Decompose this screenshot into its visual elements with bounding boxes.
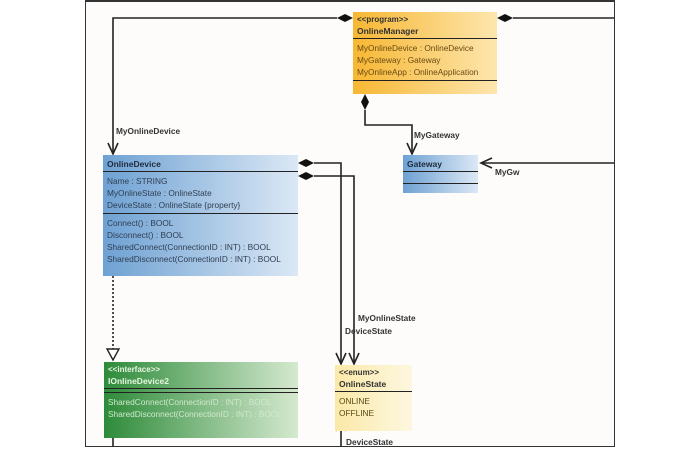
label-my-online-state: MyOnlineState <box>358 313 416 323</box>
class-name: OnlineManager <box>357 26 419 36</box>
class-header: <<program>> OnlineManager <box>353 12 497 39</box>
method: Connect() : BOOL <box>107 218 174 228</box>
attributes-section <box>104 389 298 393</box>
diamond-device-1 <box>298 159 314 167</box>
class-gateway[interactable]: Gateway <box>403 155 478 193</box>
attributes-section: MyOnlineDevice : OnlineDevice MyGateway … <box>353 39 497 81</box>
label-device-state-top: DeviceState <box>345 326 393 336</box>
stereotype: <<program>> <box>357 15 409 24</box>
arrowhead-my-online-state <box>335 352 347 366</box>
diamond-manager-right <box>497 14 513 22</box>
label-device-state-bottom: DeviceState <box>346 437 394 447</box>
stereotype: <<enum>> <box>339 368 380 377</box>
class-name: IOnlineDevice2 <box>108 376 169 386</box>
arrowhead-my-gw <box>479 157 493 169</box>
diamond-device-2 <box>298 172 314 180</box>
attribute: MyOnlineState : OnlineState <box>107 188 212 198</box>
method: Disconnect() : BOOL <box>107 230 184 240</box>
enum-value: OFFLINE <box>339 408 375 418</box>
class-header: OnlineDevice <box>103 155 298 172</box>
arrowhead-my-gateway <box>406 142 418 156</box>
methods-section: SharedConnect(ConnectionID : INT) : BOOL… <box>104 393 298 422</box>
class-header: <<enum>> OnlineState <box>335 365 412 392</box>
diamond-manager-bottom <box>361 94 369 110</box>
attribute: MyOnlineApp : OnlineApplication <box>357 67 479 77</box>
method: SharedDisconnect(ConnectionID : INT) : B… <box>108 409 282 419</box>
values-section: ONLINE OFFLINE <box>335 392 412 421</box>
attribute: MyOnlineDevice : OnlineDevice <box>357 43 474 53</box>
diamond-manager-left <box>337 14 353 22</box>
stereotype: <<interface>> <box>108 365 161 374</box>
class-online-device[interactable]: OnlineDevice Name : STRING MyOnlineState… <box>103 155 298 276</box>
attributes-section <box>403 172 478 184</box>
assoc-my-gateway <box>364 110 413 154</box>
attribute: Name : STRING <box>107 176 168 186</box>
class-header: Gateway <box>403 155 478 172</box>
class-ionline-device2[interactable]: <<interface>> IOnlineDevice2 SharedConne… <box>104 362 298 438</box>
realization-triangle <box>105 348 121 362</box>
class-online-manager[interactable]: <<program>> OnlineManager MyOnlineDevice… <box>353 12 497 94</box>
assoc-my-online-state <box>314 162 342 364</box>
class-online-state[interactable]: <<enum>> OnlineState ONLINE OFFLINE <box>335 365 412 431</box>
attributes-section: Name : STRING MyOnlineState : OnlineStat… <box>103 172 298 214</box>
attribute: DeviceState : OnlineState {property} <box>107 200 241 210</box>
arrowhead-device-state <box>348 352 360 366</box>
label-my-gw: MyGw <box>495 167 520 177</box>
assoc-my-online-device <box>112 17 337 154</box>
label-my-gateway: MyGateway <box>414 130 460 140</box>
attribute: MyGateway : Gateway <box>357 55 441 65</box>
method: SharedConnect(ConnectionID : INT) : BOOL <box>107 242 271 252</box>
method: SharedDisconnect(ConnectionID : INT) : B… <box>107 254 281 264</box>
enum-value: ONLINE <box>339 396 370 406</box>
class-header: <<interface>> IOnlineDevice2 <box>104 362 298 389</box>
class-name: OnlineState <box>339 379 387 389</box>
method: SharedConnect(ConnectionID : INT) : BOOL <box>108 397 272 407</box>
methods-section: Connect() : BOOL Disconnect() : BOOL Sha… <box>103 214 298 267</box>
assoc-device-state <box>314 175 355 364</box>
diagram-frame-top <box>85 0 615 2</box>
class-name: Gateway <box>407 159 442 169</box>
label-my-online-device: MyOnlineDevice <box>116 126 181 136</box>
class-name: OnlineDevice <box>107 159 161 169</box>
arrowhead-my-online-device <box>107 142 119 156</box>
